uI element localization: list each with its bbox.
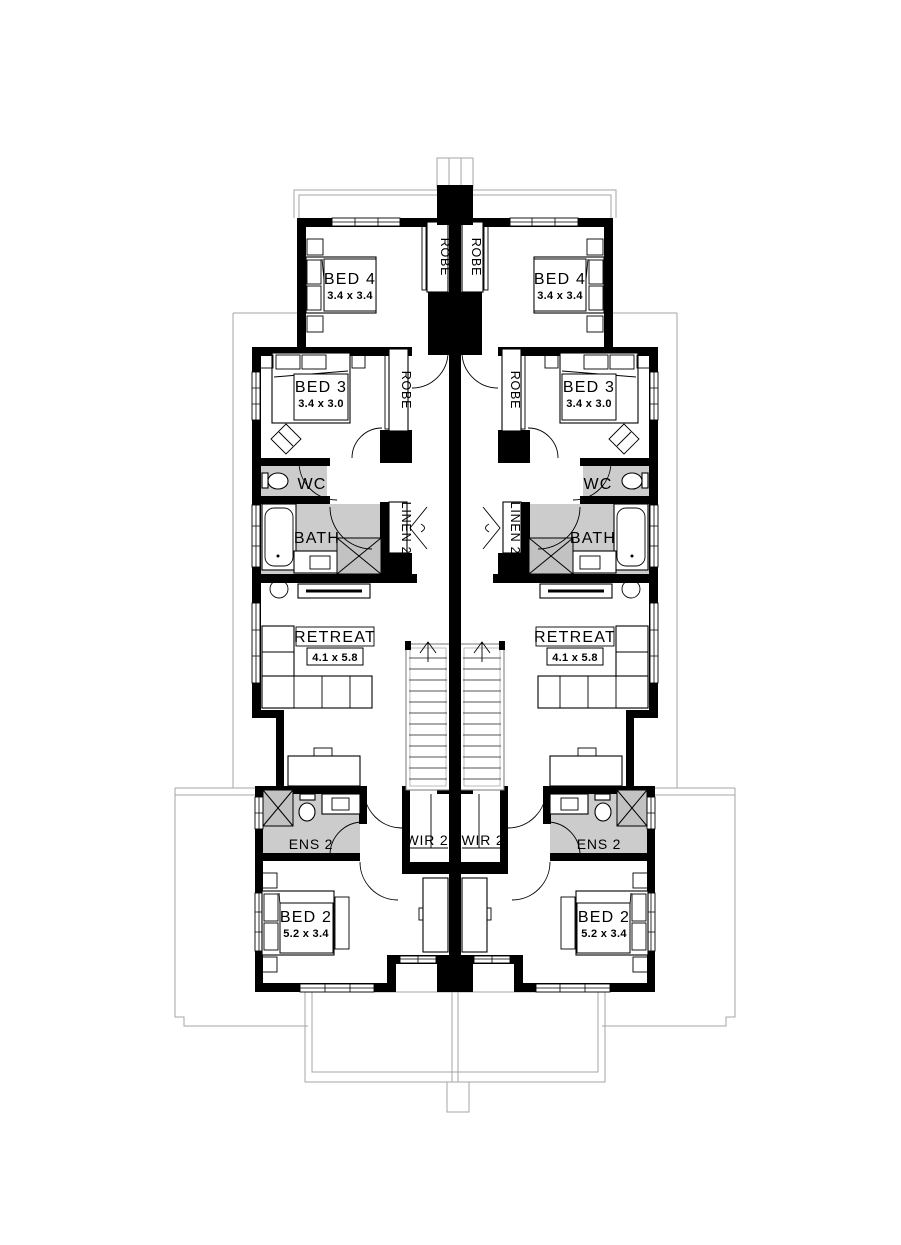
- label-bed3-right: BED 3: [563, 379, 615, 396]
- label-robe3-right: ROBE: [508, 371, 522, 410]
- dims-retreat-left: 4.1 x 5.8: [312, 652, 358, 664]
- dims-bed2-right: 5.2 x 3.4: [581, 928, 627, 940]
- label-bed2-left: BED 2: [280, 909, 332, 926]
- label-retreat-left: RETREAT: [294, 629, 376, 646]
- label-bed4-left: BED 4: [324, 271, 376, 288]
- dims-bed4-left: 3.4 x 3.4: [327, 290, 373, 302]
- label-linen2-right: LINEN 2: [508, 502, 522, 555]
- label-robe4-right: ROBE: [469, 238, 483, 277]
- party-wall-core: [428, 185, 482, 992]
- label-bed4-right: BED 4: [534, 271, 586, 288]
- dims-bed4-right: 3.4 x 3.4: [537, 290, 583, 302]
- unit-right-geometry: [447, 216, 737, 1028]
- label-bath-left: BATH: [294, 530, 340, 547]
- label-linen2-left: LINEN 2: [399, 502, 413, 555]
- label-bed3-left: BED 3: [295, 379, 347, 396]
- label-wc-right: WC: [583, 476, 612, 493]
- label-bed2-right: BED 2: [578, 909, 630, 926]
- label-retreat-right: RETREAT: [534, 629, 616, 646]
- label-robe3-left: ROBE: [399, 371, 413, 410]
- label-ens2-left: ENS 2: [289, 836, 333, 852]
- label-ens2-right: ENS 2: [577, 836, 621, 852]
- label-wir2-right: WIR 2: [462, 832, 505, 848]
- dims-bed3-left: 3.4 x 3.0: [298, 398, 344, 410]
- label-bath-right: BATH: [570, 530, 616, 547]
- label-wir2-left: WIR 2: [406, 832, 449, 848]
- unit-left-geometry: [173, 216, 463, 1028]
- labels-unit-left: BED 4 3.4 x 3.4 BED 3 3.4 x 3.0 WC BATH …: [280, 238, 452, 940]
- dims-bed3-right: 3.4 x 3.0: [566, 398, 612, 410]
- label-robe4-left: ROBE: [438, 238, 452, 277]
- label-wc-left: WC: [297, 476, 326, 493]
- dims-bed2-left: 5.2 x 3.4: [283, 928, 329, 940]
- dims-retreat-right: 4.1 x 5.8: [552, 652, 598, 664]
- labels-unit-right: BED 4 3.4 x 3.4 BED 3 3.4 x 3.0 WC BATH …: [462, 238, 630, 940]
